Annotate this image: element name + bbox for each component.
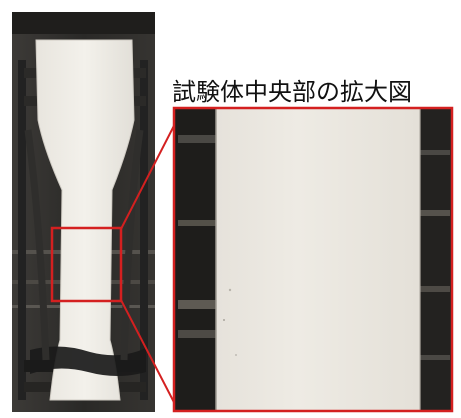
specimen-shape bbox=[35, 39, 135, 401]
zoom-specimen-surface bbox=[216, 108, 420, 411]
zoom-frame bbox=[172, 106, 454, 413]
zoom-caption: 試験体中央部の拡大図 bbox=[172, 78, 412, 106]
highlight-rectangle bbox=[50, 226, 123, 303]
zoom-connector-top bbox=[120, 113, 181, 230]
specimen-photo bbox=[12, 12, 155, 412]
zoom-photo bbox=[172, 106, 454, 413]
zoom-connector-bottom bbox=[120, 299, 179, 411]
